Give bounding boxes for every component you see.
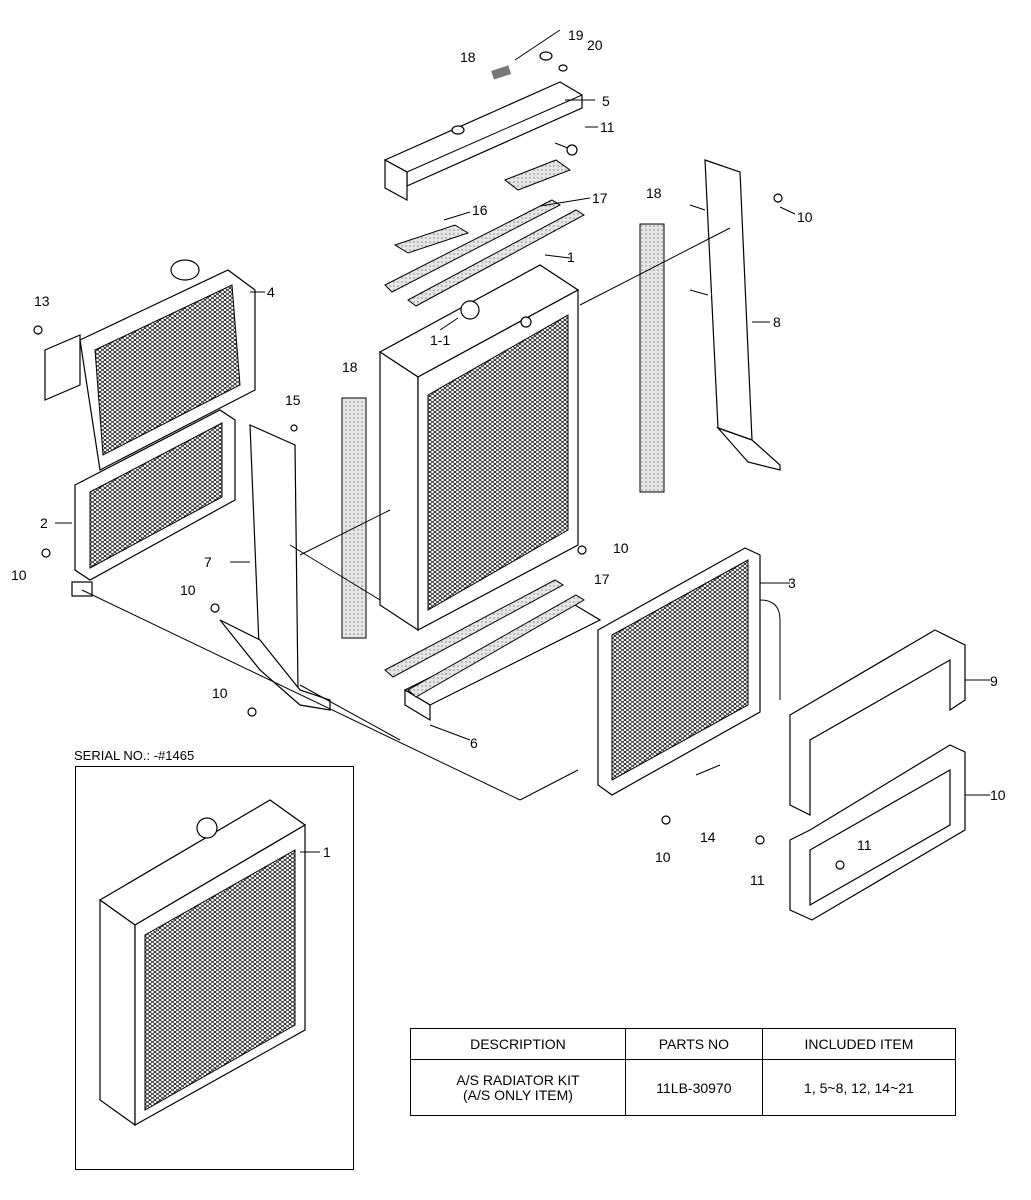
pad-17-left: [393, 224, 470, 254]
callout-7: 7: [204, 554, 212, 570]
callout-4: 4: [267, 284, 275, 300]
callout-21: 20: [587, 37, 603, 53]
lower-support-6: [403, 604, 602, 722]
callout-5: 5: [602, 93, 610, 109]
callout-11-low: 10: [212, 685, 228, 701]
condenser-3: [597, 547, 781, 796]
callout-9: 9: [990, 673, 998, 689]
header-included-item: INCLUDED ITEM: [761, 1028, 957, 1060]
shroud-9: [789, 629, 966, 816]
callout-11-rad: 10: [613, 540, 629, 556]
callout-14: 14: [700, 829, 716, 845]
callout-19-right: 18: [646, 185, 662, 201]
table-row: A/S RADIATOR KIT (A/S ONLY ITEM) 11LB-30…: [410, 1059, 957, 1116]
shroud-10: [789, 744, 966, 921]
bracket-8: [689, 159, 781, 471]
header-description: DESCRIPTION: [410, 1028, 626, 1060]
bolts: [33, 193, 845, 870]
bushing-20-21: [539, 51, 568, 72]
callout-10: 10: [990, 787, 1006, 803]
inset-radiator: 1: [98, 799, 331, 1127]
callout-19-left: 18: [342, 359, 358, 375]
callout-12-bottom: 11: [750, 872, 765, 888]
cell-included-item: 1, 5~8, 12, 14~21: [761, 1059, 957, 1116]
seal-pad-16: [491, 65, 512, 80]
intercooler-4: [44, 259, 256, 471]
seal-19-right: [639, 223, 665, 493]
inset-frame: [75, 766, 354, 1170]
bolt-12-top: [554, 142, 578, 156]
callout-1-inset: 1: [323, 844, 331, 860]
serial-number-label: SERIAL NO.: -#1465: [74, 748, 195, 763]
strip-18-d: [407, 594, 585, 698]
callout-13: 13: [34, 293, 50, 309]
header-parts-no: PARTS NO: [624, 1028, 763, 1060]
callout-6: 6: [470, 735, 478, 751]
pad-17-right: [503, 159, 572, 191]
callout-18-top: 17: [592, 190, 608, 206]
kit-table-header: DESCRIPTION PARTS NO INCLUDED ITEM: [410, 1028, 957, 1060]
leader-lines: [55, 29, 990, 801]
bracket-7: [219, 424, 331, 711]
callout-3: 3: [788, 575, 796, 591]
callout-12-top: 11: [600, 119, 615, 135]
callout-11-right: 10: [797, 209, 813, 225]
callout-12-shroud: 11: [857, 837, 872, 853]
callout-8: 8: [773, 314, 781, 330]
kit-table: DESCRIPTION PARTS NO INCLUDED ITEM A/S R…: [410, 1028, 957, 1116]
callout-20: 19: [568, 27, 584, 43]
strip-18-c: [384, 579, 564, 678]
callout-11-left: 10: [11, 567, 27, 583]
callout-15: 15: [285, 392, 301, 408]
cell-description: A/S RADIATOR KIT (A/S ONLY ITEM): [410, 1059, 626, 1116]
callout-2: 2: [40, 515, 48, 531]
radiator-main: [378, 264, 580, 632]
callout-11-bracket: 10: [180, 582, 196, 598]
callout-1-1: 1-1: [430, 332, 450, 348]
callout-1: 1: [567, 249, 575, 265]
seal-19-left: [341, 397, 367, 639]
strip-18-b: [407, 209, 585, 307]
callout-16: 18: [460, 49, 476, 65]
callout-11-cond: 10: [655, 849, 671, 865]
cell-parts-no: 11LB-30970: [624, 1059, 763, 1116]
callout-18-bottom: 17: [594, 571, 610, 587]
top-cover: [383, 81, 583, 202]
callout-17: 16: [472, 202, 488, 218]
strip-18-a: [384, 199, 562, 293]
